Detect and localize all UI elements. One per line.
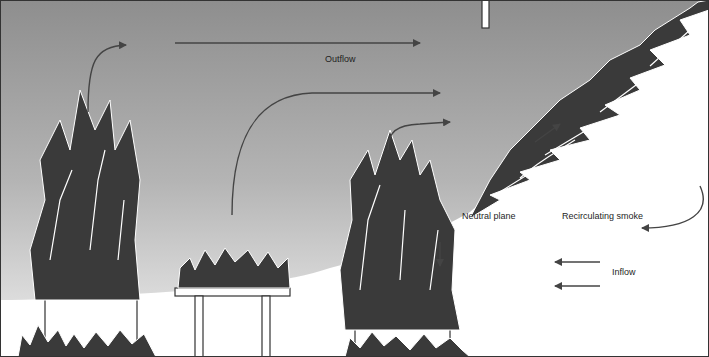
flame-wisps [495, 30, 690, 195]
outflow-arrow [175, 42, 420, 43]
floor-flames [18, 325, 156, 357]
inflow-arrow [555, 285, 600, 286]
chair-flames [340, 130, 460, 330]
flow-label: Recirculating smoke [562, 212, 643, 222]
flow-label: Neutral plane [462, 212, 516, 222]
flow-arrow [232, 93, 440, 215]
floor-flames [345, 332, 470, 357]
flow-label: Inflow [612, 268, 636, 278]
flow-arrow [388, 122, 450, 150]
table-top [175, 288, 290, 296]
flow-label: Outflow [325, 55, 356, 65]
chair-flames [30, 90, 140, 300]
table-flames [178, 248, 290, 288]
table-leg [195, 296, 203, 357]
inflow-arrow [555, 261, 600, 262]
recirculation-arrow [642, 186, 703, 228]
ceiling-stub [482, 0, 489, 28]
table-leg [262, 296, 270, 357]
flame-wisps [50, 150, 124, 260]
flame-wisps [360, 185, 438, 290]
down-arrow [439, 242, 440, 266]
flow-arrow [88, 45, 126, 112]
flow-arrow [535, 124, 560, 142]
window-flames [470, 0, 709, 218]
